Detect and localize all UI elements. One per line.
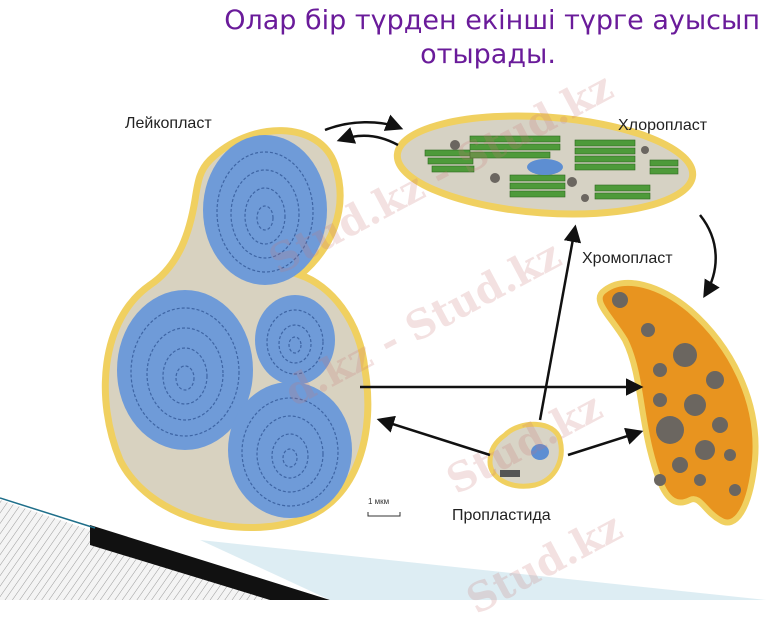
label-chromoplast: Хромопласт (582, 250, 673, 267)
scale-bar (367, 512, 401, 517)
slide-title: Олар бір түрден екінші түрге ауысып отыр… (150, 4, 766, 72)
label-leucoplast: Лейкопласт (125, 115, 212, 132)
label-proplastid: Пропластида (452, 507, 551, 524)
arrow-proplastid-to-chromoplast (567, 427, 644, 457)
chromoplast-illustration (596, 280, 759, 526)
arrow-proplastid-to-leucoplast (376, 415, 491, 457)
slide-decoration (0, 497, 766, 600)
proplastid-illustration (487, 421, 564, 489)
title-line-1: Олар бір түрден екінші түрге ауысып (224, 5, 760, 36)
arrow-chloroplast-to-leucoplast (336, 127, 399, 147)
chloroplast-illustration (393, 112, 697, 218)
label-chloroplast: Хлоропласт (618, 117, 708, 134)
arrow-chloroplast-to-chromoplast (699, 214, 720, 299)
arrow-proplastid-to-chloroplast (538, 224, 582, 421)
title-line-2: отырады. (420, 39, 556, 70)
arrow-leucoplast-to-chloroplast (324, 114, 404, 132)
leucoplast-illustration (101, 127, 372, 531)
scale-bar-label: 1 мкм (368, 497, 390, 506)
conversion-arrows (324, 114, 720, 457)
plastid-conversion-diagram (0, 112, 766, 600)
